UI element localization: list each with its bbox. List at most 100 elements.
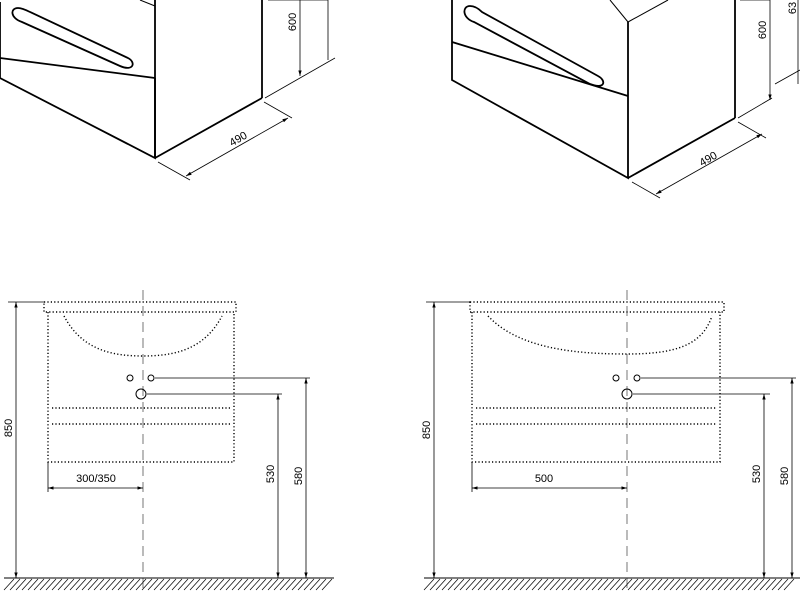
hatch-line — [603, 578, 615, 591]
hatch-line — [249, 578, 261, 591]
dim-label-490-left: 490 — [228, 130, 250, 150]
hatch-line — [129, 578, 141, 591]
hatch-line — [33, 578, 45, 591]
hatch-line — [237, 578, 249, 591]
hatch-line — [771, 578, 783, 591]
dimension-depth-490: 490 — [157, 101, 293, 181]
hatch-line — [525, 578, 537, 591]
hatch-line — [711, 578, 723, 591]
hatch-line — [639, 578, 651, 591]
hatch-line — [699, 578, 711, 591]
hatch-line — [549, 578, 561, 591]
hatch-line — [177, 578, 189, 591]
isometric-cabinet-right: 600 63 490 — [451, 0, 800, 199]
hatch-line — [225, 578, 237, 591]
hatch-line — [561, 578, 573, 591]
dim-label-580-right: 580 — [779, 467, 791, 485]
hatch-line — [135, 578, 147, 591]
hatch-line — [141, 578, 153, 591]
elevation-cabinet-right: 850 530 580 500 — [421, 290, 800, 590]
dim-label-850-right: 850 — [421, 421, 433, 439]
hatch-line — [171, 578, 183, 591]
hatch-line — [765, 578, 777, 591]
dimension-height-600: 600 — [264, 0, 336, 99]
hatch-line — [471, 578, 483, 591]
hatch-line — [99, 578, 111, 591]
drain-icon — [621, 388, 633, 400]
hatch-line — [201, 578, 213, 591]
hatch-line — [651, 578, 663, 591]
hatch-line — [687, 578, 699, 591]
hatch-line — [105, 578, 117, 591]
hatch-line — [507, 578, 519, 591]
hatch-line — [213, 578, 225, 591]
hatch-line — [585, 578, 597, 591]
hatch-line — [39, 578, 51, 591]
hatch-line — [621, 578, 633, 591]
hatch-line — [183, 578, 195, 591]
hatch-line — [207, 578, 219, 591]
hatch-line — [519, 578, 531, 591]
hatch-line — [705, 578, 717, 591]
water-inlet-icon — [612, 374, 620, 382]
hatch-line — [309, 578, 321, 591]
hatch-line — [51, 578, 63, 591]
hatch-line — [627, 578, 639, 591]
drawer-handle-icon — [463, 5, 605, 87]
hatch-line — [495, 578, 507, 591]
hatch-line — [483, 578, 495, 591]
dim-label-600-right: 600 — [757, 21, 769, 39]
hatch-line — [453, 578, 465, 591]
hatch-line — [741, 578, 753, 591]
hatch-line — [195, 578, 207, 591]
drawer-handle-icon — [11, 7, 134, 69]
hatch-line — [537, 578, 549, 591]
dim-label-300-350: 300/350 — [76, 473, 116, 485]
dim-label-490-right: 490 — [698, 150, 720, 170]
hatch-line — [447, 578, 459, 591]
hatch-line — [153, 578, 165, 591]
hatch-line — [501, 578, 513, 591]
hatch-line — [291, 578, 303, 591]
hatch-line — [675, 578, 687, 591]
hatch-line — [189, 578, 201, 591]
hatch-line — [243, 578, 255, 591]
hatch-line — [555, 578, 567, 591]
hatch-line — [435, 578, 447, 591]
hatch-line — [57, 578, 69, 591]
hatch-line — [423, 578, 435, 591]
hatch-line — [3, 578, 15, 591]
dim-label-530-right: 530 — [751, 465, 763, 483]
hatch-line — [321, 578, 333, 591]
hatch-line — [573, 578, 585, 591]
drain-icon — [135, 388, 147, 400]
hatch-line — [429, 578, 441, 591]
hatch-line — [459, 578, 471, 591]
water-inlet-icon — [147, 374, 155, 382]
hatch-line — [111, 578, 123, 591]
hatch-line — [645, 578, 657, 591]
dim-label-580-left: 580 — [293, 467, 305, 485]
hatch-line — [15, 578, 27, 591]
hatch-line — [753, 578, 765, 591]
floor-hatch-left — [3, 578, 333, 591]
hatch-line — [615, 578, 627, 591]
countertop-outline — [469, 301, 725, 313]
hatch-line — [165, 578, 177, 591]
hatch-line — [297, 578, 309, 591]
hatch-line — [477, 578, 489, 591]
dim-label-500: 500 — [535, 473, 553, 485]
hatch-line — [597, 578, 609, 591]
hatch-line — [147, 578, 159, 591]
hatch-line — [657, 578, 669, 591]
hatch-line — [465, 578, 477, 591]
hatch-line — [513, 578, 525, 591]
hatch-line — [759, 578, 771, 591]
water-inlet-icon — [126, 374, 134, 382]
hatch-line — [75, 578, 87, 591]
hatch-line — [579, 578, 591, 591]
hatch-line — [285, 578, 297, 591]
hatch-line — [783, 578, 795, 591]
hatch-line — [717, 578, 729, 591]
